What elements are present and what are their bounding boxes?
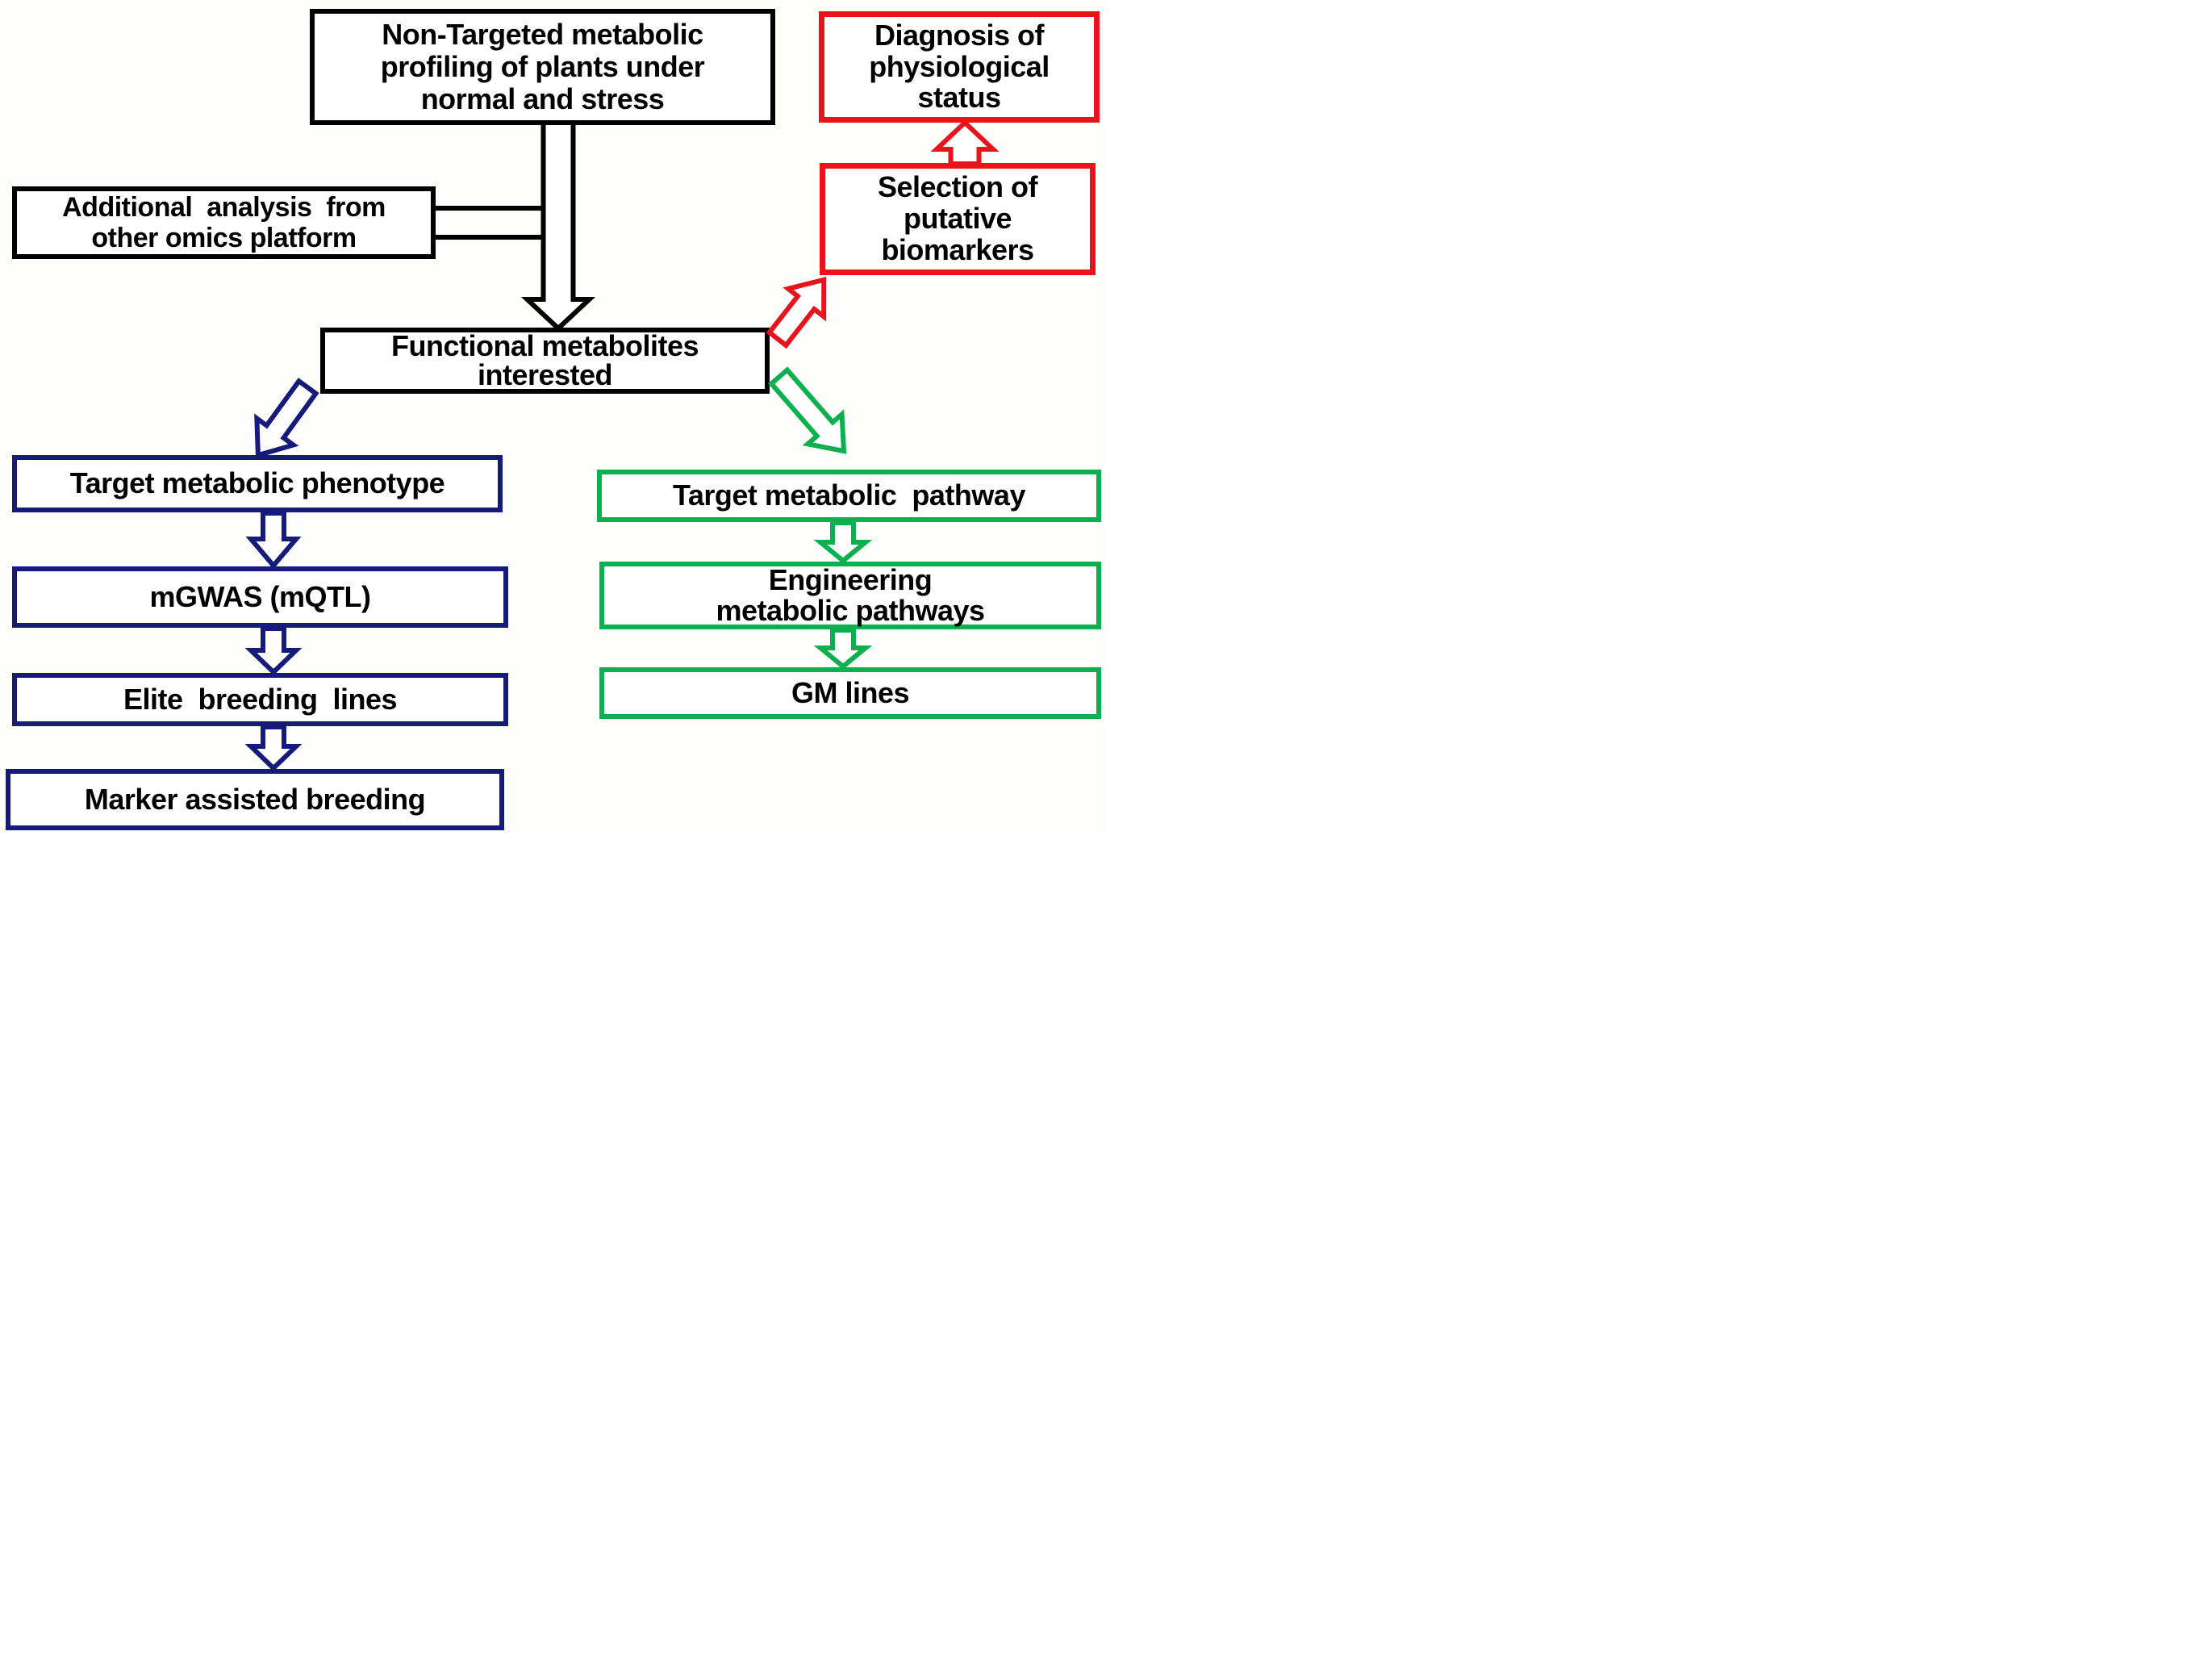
box-engineering-pathways-label: Engineering metabolic pathways xyxy=(716,563,985,627)
box-additional-analysis-label: Additional analysis from other omics pla… xyxy=(62,191,386,253)
box-non-targeted-profiling: Non-Targeted metabolic profiling of plan… xyxy=(310,9,775,125)
arrow-selection-to-diagnosis-icon xyxy=(930,119,1000,166)
connector-additional-to-main-arrow xyxy=(434,206,549,240)
arrow-functional-to-pathway-icon xyxy=(767,366,847,454)
box-marker-assisted-breeding-label: Marker assisted breeding xyxy=(84,782,426,816)
arrow-pathway-to-engineering-icon xyxy=(813,520,873,564)
box-selection-biomarkers-label: Selection of putative biomarkers xyxy=(877,170,1038,266)
box-target-pathway: Target metabolic pathway xyxy=(597,470,1101,522)
box-gm-lines: GM lines xyxy=(599,667,1101,719)
box-functional-metabolites-label: Functional metabolites interested xyxy=(390,329,699,391)
box-elite-breeding-lines-label: Elite breeding lines xyxy=(123,682,398,716)
arrow-functional-to-selection-icon xyxy=(766,276,827,349)
arrow-profiling-to-functional-icon xyxy=(520,120,596,332)
arrow-engineering-to-gm-icon xyxy=(813,628,873,670)
arrow-mgwas-to-elite-icon xyxy=(244,626,303,676)
box-mgwas: mGWAS (mQTL) xyxy=(12,566,508,628)
box-diagnosis-label: Diagnosis of physiological status xyxy=(869,18,1050,115)
box-additional-analysis: Additional analysis from other omics pla… xyxy=(12,186,436,259)
box-gm-lines-label: GM lines xyxy=(791,675,910,709)
box-target-pathway-label: Target metabolic pathway xyxy=(673,478,1025,512)
box-functional-metabolites: Functional metabolites interested xyxy=(320,328,770,394)
box-non-targeted-profiling-label: Non-Targeted metabolic profiling of plan… xyxy=(380,17,705,116)
box-diagnosis: Diagnosis of physiological status xyxy=(819,11,1100,123)
box-target-phenotype: Target metabolic phenotype xyxy=(12,455,503,512)
box-marker-assisted-breeding: Marker assisted breeding xyxy=(6,769,504,830)
arrow-phenotype-to-mgwas-icon xyxy=(245,511,302,570)
box-engineering-pathways: Engineering metabolic pathways xyxy=(599,562,1101,629)
box-mgwas-label: mGWAS (mQTL) xyxy=(149,579,371,613)
arrow-elite-to-marker-icon xyxy=(244,725,303,772)
box-target-phenotype-label: Target metabolic phenotype xyxy=(69,466,445,500)
box-selection-biomarkers: Selection of putative biomarkers xyxy=(820,163,1096,275)
box-elite-breeding-lines: Elite breeding lines xyxy=(12,673,508,726)
flowchart-canvas: Non-Targeted metabolic profiling of plan… xyxy=(0,0,1106,834)
